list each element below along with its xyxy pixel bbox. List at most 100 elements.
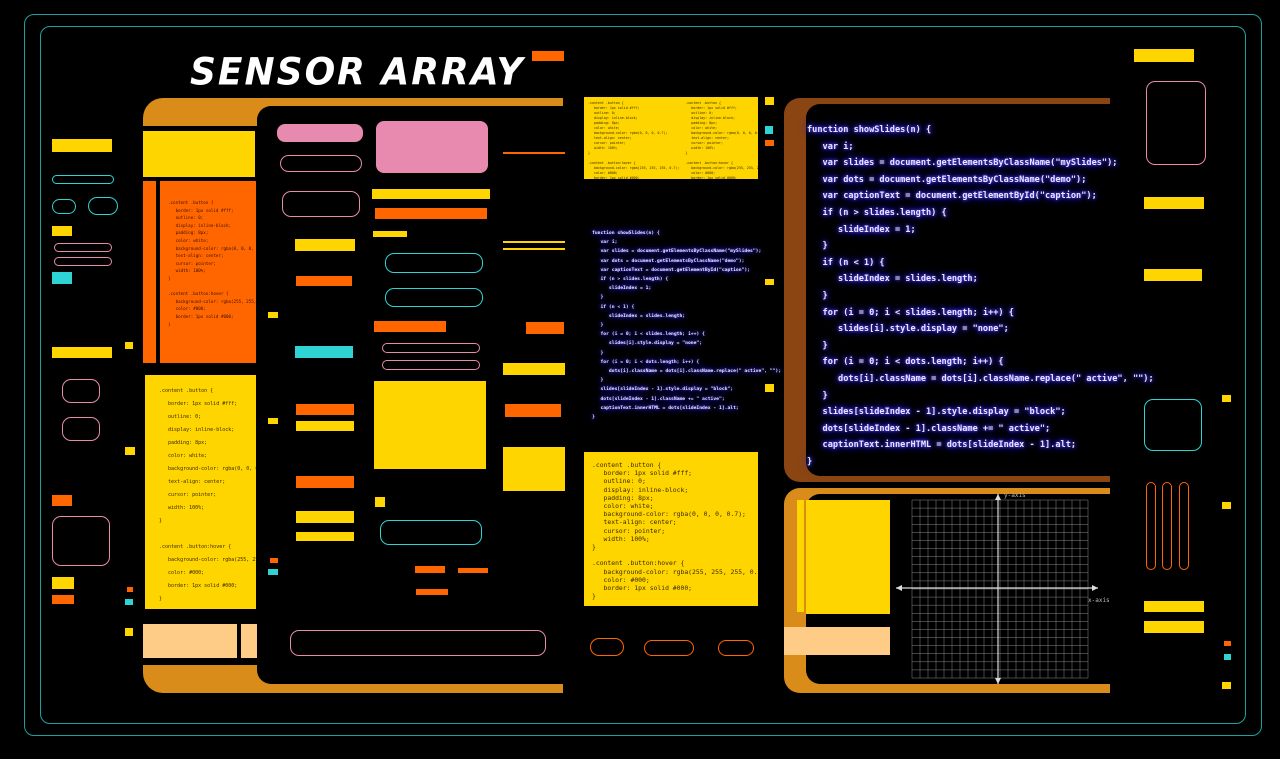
right-marker-3: [1224, 641, 1231, 646]
right-marker-2: [1222, 502, 1231, 509]
outer-frame: [24, 14, 1262, 736]
yellow-bar-e[interactable]: [375, 497, 385, 507]
mid-line-1: [503, 152, 565, 154]
marker-1: [268, 312, 278, 318]
right-bar-3[interactable]: [1144, 269, 1202, 281]
right-code-panel: [806, 104, 1110, 476]
yellow-bar-c[interactable]: [295, 239, 355, 251]
pink-outline-3[interactable]: [382, 343, 480, 353]
pink-outline-wide[interactable]: [290, 630, 546, 656]
marker-3: [270, 558, 278, 563]
pink-outline-4[interactable]: [382, 360, 480, 370]
right-bar-2[interactable]: [1144, 197, 1204, 209]
right-marker-1: [1222, 395, 1231, 402]
left-bar-4[interactable]: [52, 577, 74, 589]
left-bar-2[interactable]: [52, 226, 72, 236]
mid-block-3[interactable]: [505, 404, 561, 417]
css-code-top-b: .content .button { border: 1px solid #ff…: [685, 101, 758, 179]
orange-outline-3[interactable]: [718, 640, 754, 656]
marker-2: [268, 418, 278, 424]
marker-7: [765, 140, 774, 146]
teal-outline-2[interactable]: [385, 288, 483, 307]
marker-6: [765, 126, 773, 134]
yellow-css-panel-bottom: .content .button { border: 1px solid #ff…: [584, 452, 758, 606]
title-accent: [532, 51, 564, 61]
orange-bar-h[interactable]: [416, 589, 448, 595]
teal-bar-a[interactable]: [295, 346, 353, 358]
left-square-5: [125, 628, 133, 636]
left-bar-teal[interactable]: [52, 272, 72, 284]
left-pill-3[interactable]: [88, 197, 118, 215]
mid-block-4[interactable]: [503, 447, 565, 491]
left-square-3: [127, 587, 133, 592]
orange-outline-2[interactable]: [644, 640, 694, 656]
left-pill-8[interactable]: [52, 516, 110, 566]
yellow-bar-g[interactable]: [296, 532, 354, 541]
left-pill-1[interactable]: [52, 175, 114, 184]
yellow-bar-d[interactable]: [296, 421, 354, 431]
yellow-bar-b[interactable]: [373, 231, 407, 237]
pink-outline-1[interactable]: [280, 155, 362, 172]
left-col-yellow-top: [143, 131, 255, 177]
left-bar-orange[interactable]: [52, 495, 72, 506]
left-peach-block: [143, 624, 237, 658]
right-pill-1[interactable]: [1146, 81, 1206, 165]
left-pill-4[interactable]: [54, 243, 112, 252]
right-pill-v2[interactable]: [1162, 482, 1172, 570]
orange-bar-g[interactable]: [458, 568, 488, 573]
pink-button-1[interactable]: [277, 124, 363, 142]
js-code-large-text: function showSlides(n) { var i; var slid…: [807, 125, 1154, 467]
right-marker-4: [1224, 654, 1231, 660]
right-pill-2[interactable]: [1144, 399, 1202, 451]
mid-block-2[interactable]: [503, 363, 565, 375]
left-square-2: [125, 447, 135, 455]
left-pill-6[interactable]: [62, 379, 100, 403]
orange-bar-c[interactable]: [374, 321, 446, 332]
left-bar-3[interactable]: [52, 347, 112, 358]
left-pill-5[interactable]: [54, 257, 112, 266]
graph-x-label: x-axis: [1088, 597, 1110, 604]
yellow-bar-a[interactable]: [372, 189, 490, 199]
right-marker-5: [1222, 682, 1231, 689]
orange-bar-f[interactable]: [415, 566, 445, 573]
left-bar-5[interactable]: [52, 595, 74, 604]
left-pill-7[interactable]: [62, 417, 100, 441]
coordinate-graph: [896, 494, 1098, 684]
css-code-bottom: .content .button { border: 1px solid #ff…: [592, 461, 758, 601]
marker-9: [765, 384, 774, 392]
orange-bar-e[interactable]: [296, 476, 354, 488]
right-bar-1[interactable]: [1134, 49, 1194, 62]
yellow-css-panel-left: .content .button { border: 1px solid #ff…: [145, 375, 256, 609]
graph-y-label: y-axis: [1004, 492, 1026, 499]
graph-grid: [896, 494, 1098, 684]
pink-outline-2[interactable]: [282, 191, 360, 217]
inner-frame: [40, 26, 1246, 724]
yellow-block-big[interactable]: [374, 381, 486, 469]
orange-outline-1[interactable]: [590, 638, 624, 656]
teal-outline-3[interactable]: [380, 520, 482, 545]
right-yellow-block: [806, 500, 890, 614]
yellow-css-code-left: .content .button { border: 1px solid #ff…: [159, 388, 256, 602]
teal-outline-1[interactable]: [385, 253, 483, 273]
mid-block-1[interactable]: [526, 322, 564, 334]
right-peach-block: [784, 627, 890, 655]
marker-5: [765, 97, 774, 105]
js-code-small-text: function showSlides(n) { var i; var slid…: [592, 231, 782, 421]
orange-bar-d[interactable]: [296, 404, 354, 415]
left-square-4: [125, 599, 133, 605]
left-pill-2[interactable]: [52, 199, 76, 214]
right-pill-v1[interactable]: [1146, 482, 1156, 570]
mid-line-2: [503, 241, 565, 243]
page-title: SENSOR ARRAY: [190, 50, 525, 95]
right-bar-4[interactable]: [1144, 601, 1204, 612]
right-pill-v3[interactable]: [1179, 482, 1189, 570]
marker-8: [765, 279, 774, 285]
yellow-bar-f[interactable]: [296, 511, 354, 523]
orange-bar-b[interactable]: [296, 276, 352, 286]
pink-button-2[interactable]: [376, 121, 488, 173]
left-bar-1[interactable]: [52, 139, 112, 152]
right-yellow-strip: [797, 500, 804, 612]
orange-bar-a[interactable]: [375, 208, 487, 219]
css-code-top-a: .content .button { border: 1px solid #ff…: [588, 101, 680, 179]
right-bar-5[interactable]: [1144, 621, 1204, 633]
